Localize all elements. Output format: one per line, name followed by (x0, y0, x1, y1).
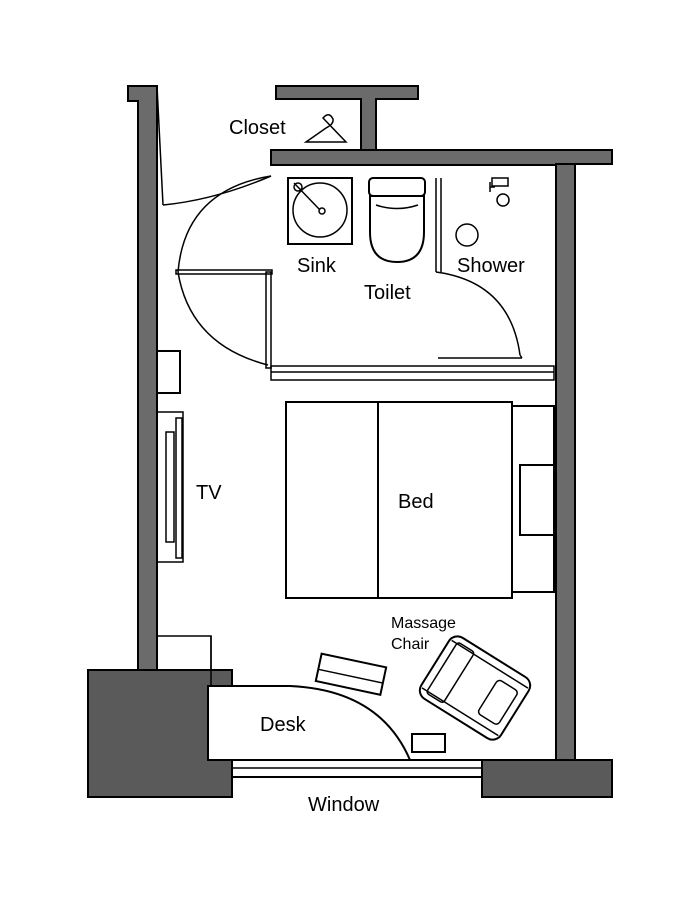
sink-faucet (293, 182, 321, 211)
hanger-icon (303, 114, 348, 143)
massage-chair-label-2: Chair (391, 636, 430, 653)
wall-panel (156, 350, 181, 394)
toilet-tank (368, 177, 426, 197)
tv-unit (156, 411, 184, 563)
shower-door-arc (435, 271, 521, 356)
window (232, 759, 482, 778)
closet-door-arc (162, 175, 272, 206)
closet-side-line (156, 85, 164, 206)
sink-counter (287, 177, 353, 245)
toilet-bowl (369, 195, 425, 264)
shower-faucet-icon (489, 177, 510, 207)
sink-label: Sink (297, 255, 337, 277)
massage-chair-label-1: Massage (391, 615, 456, 632)
closet-label: Closet (229, 117, 286, 139)
bathroom-door-leaf (175, 269, 273, 275)
desk-chair (314, 652, 388, 696)
shower-drain (455, 223, 479, 247)
desk-label: Desk (260, 714, 307, 736)
bathroom-bottom-wall (270, 365, 555, 381)
bottom-right-block (481, 759, 613, 798)
sink-basin (292, 182, 348, 238)
right-wall (555, 163, 576, 761)
bed (285, 401, 513, 599)
bathroom-door-arc-lower (177, 271, 269, 366)
tv-label: TV (196, 482, 222, 504)
outlet-box (411, 733, 446, 753)
bed-label: Bed (398, 491, 434, 513)
bathroom-door-arc (177, 175, 272, 273)
left-wall (127, 85, 158, 671)
sink-drain (318, 207, 326, 215)
window-label: Window (308, 794, 380, 816)
massage-chair (418, 635, 532, 741)
nightstand (519, 464, 555, 536)
bathroom-left-partition (265, 271, 272, 369)
shower-label: Shower (457, 255, 525, 277)
closet-top-wall (275, 85, 419, 151)
desk-side-panel (156, 635, 212, 671)
toilet-label: Toilet (364, 282, 411, 304)
desk (207, 685, 412, 761)
